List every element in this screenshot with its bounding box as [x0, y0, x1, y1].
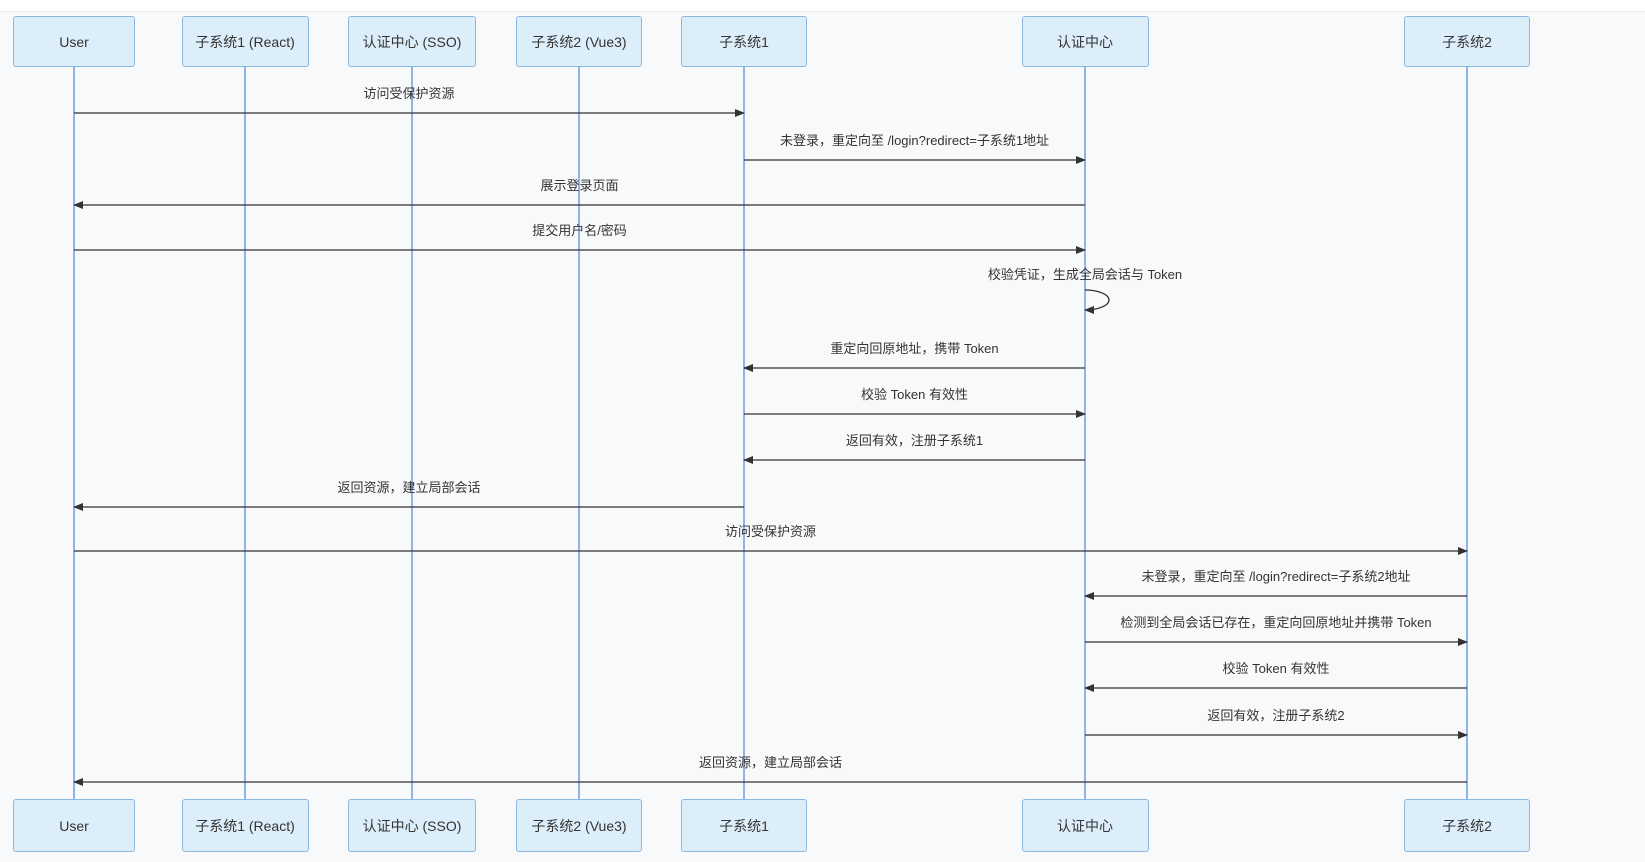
message-label-13: 校验 Token 有效性 [1222, 661, 1330, 676]
message-label-2: 未登录，重定向至 /login?redirect=子系统1地址 [779, 133, 1050, 148]
message-label-1: 访问受保护资源 [363, 86, 455, 101]
message-label-14: 返回有效，注册子系统2 [1207, 708, 1345, 723]
actor-user-top: User [13, 16, 135, 67]
message-label-3: 展示登录页面 [540, 178, 619, 193]
actor-sso-center-top: 认证中心 (SSO) [348, 16, 476, 67]
message-label-10: 访问受保护资源 [724, 524, 817, 539]
lifelines-group [73, 66, 1468, 800]
actor-subsys1-top: 子系统1 [681, 16, 807, 67]
actor-auth-center-bottom: 认证中心 [1021, 799, 1149, 852]
actor-subsys1-bottom: 子系统1 [681, 799, 807, 852]
actor-subsys2-vue3-bottom: 子系统2 (Vue3) [516, 799, 642, 852]
self-message-arrow-5 [1084, 289, 1110, 314]
actor-auth-center-top: 认证中心 [1021, 16, 1149, 67]
message-label-6: 重定向回原地址，携带 Token [830, 341, 999, 356]
message-label-12: 检测到全局会话已存在，重定向回原地址并携带 Token [1120, 615, 1432, 630]
message-label-15: 返回资源，建立局部会话 [698, 755, 843, 770]
message-label-7: 校验 Token 有效性 [861, 387, 968, 402]
message-label-8: 返回有效，注册子系统1 [845, 433, 984, 448]
message-label-4: 提交用户名/密码 [532, 223, 627, 238]
message-label-9: 返回资源，建立局部会话 [337, 480, 481, 495]
message-label-5: 校验凭证，生成全局会话与 Token [987, 267, 1183, 282]
actor-subsys1-react-top: 子系统1 (React) [181, 16, 309, 67]
message-label-11: 未登录，重定向至 /login?redirect=子系统2地址 [1141, 569, 1411, 584]
top-strip [0, 0, 1645, 12]
actor-subsys2-vue3-top: 子系统2 (Vue3) [516, 16, 642, 67]
arrows-group [73, 109, 1468, 786]
actor-subsys2-bottom: 子系统2 [1404, 799, 1530, 852]
actor-sso-center-bottom: 认证中心 (SSO) [348, 799, 476, 852]
actor-user-bottom: User [13, 799, 135, 852]
actor-subsys1-react-bottom: 子系统1 (React) [181, 799, 309, 852]
actor-subsys2-top: 子系统2 [1404, 16, 1530, 67]
